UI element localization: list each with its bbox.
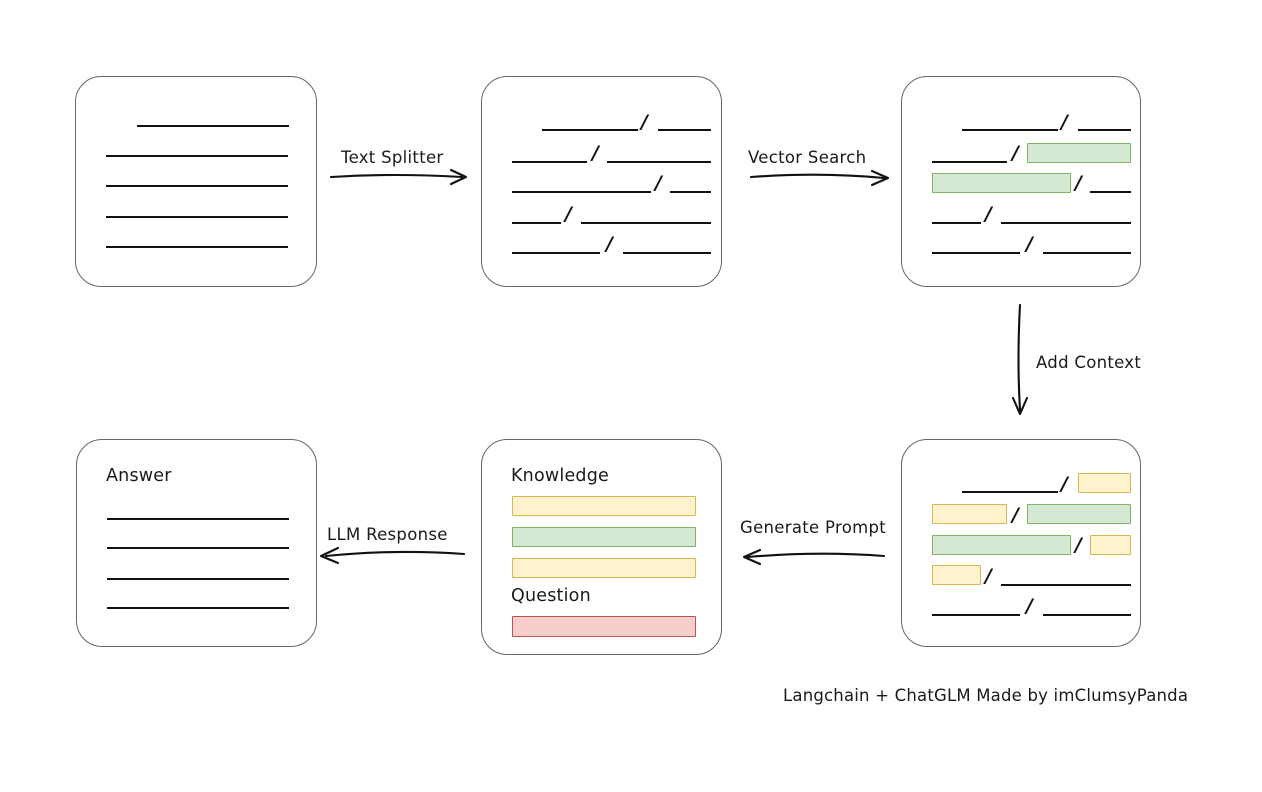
text-rule — [512, 191, 651, 193]
edge-label-text-splitter: Text Splitter — [341, 148, 444, 167]
text-rule — [932, 161, 1007, 163]
text-rule — [106, 216, 288, 218]
chunk-separator: / — [641, 111, 648, 133]
node-context-chunks[interactable]: / / / / / — [901, 439, 1141, 647]
context-chunk-highlight — [932, 504, 1007, 524]
matched-chunk-highlight — [932, 173, 1071, 193]
text-rule — [542, 129, 638, 131]
context-chunk-highlight — [1078, 473, 1131, 493]
text-rule — [1043, 614, 1131, 616]
chunk-separator: / — [565, 203, 572, 225]
matched-chunk-highlight — [1027, 143, 1131, 163]
chunk-separator: / — [606, 233, 613, 255]
text-rule — [1001, 222, 1131, 224]
text-rule — [107, 547, 289, 549]
knowledge-chip — [512, 558, 696, 578]
chunk-separator: / — [1061, 473, 1068, 495]
chunk-separator: / — [1012, 504, 1019, 526]
edge-label-llm-response: LLM Response — [327, 525, 448, 544]
text-rule — [107, 518, 289, 520]
text-rule — [106, 246, 288, 248]
knowledge-chip — [512, 496, 696, 516]
edge-label-vector-search: Vector Search — [748, 148, 867, 167]
chunk-separator: / — [985, 565, 992, 587]
text-rule — [1001, 584, 1131, 586]
text-rule — [932, 614, 1020, 616]
chunk-separator: / — [1026, 233, 1033, 255]
prompt-question-heading: Question — [511, 586, 591, 606]
chunk-separator: / — [1026, 595, 1033, 617]
text-rule — [932, 222, 981, 224]
text-rule — [607, 161, 711, 163]
text-rule — [962, 491, 1058, 493]
text-rule — [670, 191, 711, 193]
edge-label-add-context: Add Context — [1036, 353, 1142, 372]
text-rule — [107, 578, 289, 580]
chunk-separator: / — [1075, 534, 1082, 556]
context-chunk-highlight — [1090, 535, 1131, 555]
chunk-separator: / — [1075, 172, 1082, 194]
chunk-separator: / — [1012, 142, 1019, 164]
context-chunk-highlight — [932, 565, 981, 585]
node-vector-matched-chunks[interactable]: / / / / / — [901, 76, 1141, 287]
text-rule — [107, 607, 289, 609]
knowledge-chip — [512, 527, 696, 547]
text-rule — [581, 222, 711, 224]
node-split-chunks[interactable]: / / / / / — [481, 76, 722, 287]
text-rule — [1078, 129, 1131, 131]
chunk-separator: / — [1061, 111, 1068, 133]
answer-heading: Answer — [106, 466, 172, 486]
question-chip — [512, 616, 696, 637]
text-rule — [932, 252, 1020, 254]
edge-label-generate-prompt: Generate Prompt — [740, 518, 886, 537]
credit-text: Langchain + ChatGLM Made by imClumsyPand… — [783, 686, 1189, 705]
text-rule — [106, 155, 288, 157]
chunk-separator: / — [592, 142, 599, 164]
node-source-document[interactable] — [75, 76, 317, 287]
text-rule — [1043, 252, 1131, 254]
text-rule — [512, 222, 561, 224]
text-rule — [658, 129, 711, 131]
chunk-separator: / — [655, 172, 662, 194]
text-rule — [137, 125, 289, 127]
matched-chunk-highlight — [932, 535, 1071, 555]
node-prompt[interactable]: Knowledge Question — [481, 439, 722, 655]
matched-chunk-highlight — [1027, 504, 1131, 524]
chunk-separator: / — [985, 203, 992, 225]
text-rule — [512, 252, 600, 254]
text-rule — [623, 252, 711, 254]
text-rule — [106, 185, 288, 187]
text-rule — [512, 161, 587, 163]
node-answer[interactable]: Answer — [76, 439, 317, 647]
text-rule — [1090, 191, 1131, 193]
text-rule — [962, 129, 1058, 131]
prompt-knowledge-heading: Knowledge — [511, 466, 609, 486]
